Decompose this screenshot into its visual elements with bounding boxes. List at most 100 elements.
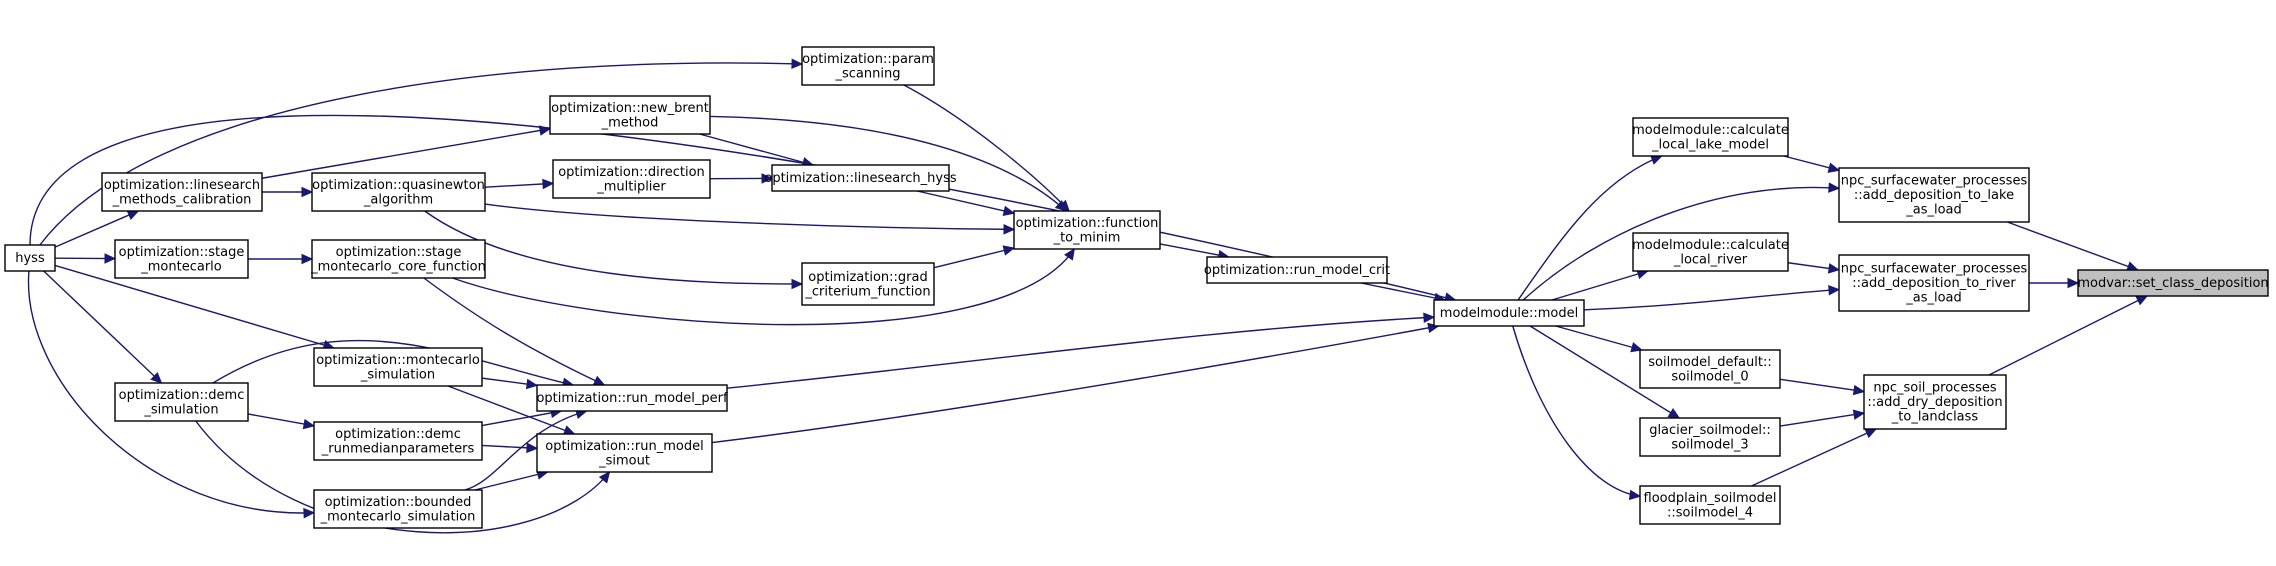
edges (27, 58, 2149, 534)
edge-hyss-to-modelmodule_model (29, 114, 1456, 301)
node-box (1863, 374, 2007, 430)
arrow-head-icon (1630, 342, 1643, 353)
edge-add_dry_dep-to-set_class_dep (1988, 295, 2148, 376)
arrow-head-icon (791, 278, 804, 290)
node-label: optimization::linesearch (104, 178, 260, 193)
arrow-head-icon (1852, 384, 1866, 396)
node-box (1632, 117, 1789, 157)
edge-stage_mc_core-to-function_to_minim (452, 248, 1075, 326)
node-function-to-minim[interactable]: optimization::function_to_minim (1013, 210, 1161, 250)
node-run-model-simout[interactable]: optimization::run_model_simout (536, 433, 713, 473)
arrow-head-icon (525, 378, 539, 390)
node-label: optimization::grad (808, 270, 927, 285)
edge-demc_simulation-to-run_model_perf (212, 339, 574, 386)
node-box (1433, 299, 1585, 327)
node-direction-mult[interactable]: optimization::direction_multiplier (552, 159, 711, 199)
node-soilmodel-0[interactable]: soilmodel_default::soilmodel_0 (1639, 349, 1781, 389)
node-linesearch-hyss[interactable]: optimization::linesearch_hyss (764, 164, 957, 192)
node-label: optimization::quasinewton (312, 178, 485, 193)
edge-stage_mc_core-to-run_model_perf (423, 277, 605, 386)
node-demc-simulation[interactable]: optimization::demc_simulation (114, 382, 249, 422)
node-label: _as_load (1905, 291, 1962, 306)
node-box (1639, 485, 1781, 525)
node-bounded-mc[interactable]: optimization::bounded_montecarlo_simulat… (313, 489, 483, 529)
node-grad-criterium[interactable]: optimization::grad_criterium_function (801, 262, 935, 306)
edge-function_to_minim-to-run_model_crit (1159, 243, 1229, 258)
node-hyss[interactable]: hyss (4, 244, 56, 272)
node-box (1206, 256, 1388, 284)
node-label: modelmodule::calculate (1632, 238, 1789, 253)
node-label: modelmodule::model (1440, 306, 1578, 321)
node-stage-montecarlo[interactable]: optimization::stage_montecarlo (114, 239, 249, 279)
node-label: _local_river (1673, 252, 1748, 267)
edge-soilmodel_3-to-add_dry_dep (1779, 412, 1865, 427)
edge-modelmodule_model-to-soilmodel_4 (1512, 325, 1641, 497)
node-label: _simout (598, 453, 650, 468)
node-box (114, 382, 249, 422)
arrow-head-icon (1852, 409, 1866, 420)
node-box (311, 239, 486, 279)
node-box (801, 46, 935, 86)
node-label: _local_lake_model (1651, 137, 1769, 152)
node-modelmodule-model[interactable]: modelmodule::model (1433, 299, 1585, 327)
node-label: soilmodel_0 (1671, 369, 1748, 384)
node-add-dry-dep[interactable]: npc_soil_processes::add_dry_deposition_t… (1863, 374, 2007, 430)
arrow-head-icon (1054, 200, 1068, 212)
edge-modelmodule_model-to-calc_local_lake (1517, 155, 1662, 301)
edge-hyss-to-bounded_mc (27, 270, 315, 514)
node-box (801, 262, 935, 306)
node-box (1013, 210, 1161, 250)
node-run-model-perf[interactable]: optimization::run_model_perf (536, 384, 728, 412)
node-montecarlo-sim[interactable]: optimization::montecarlo_simulation (313, 347, 483, 387)
edge-modelmodule_model-to-soilmodel_0 (1555, 325, 1642, 351)
arrow-head-icon (1827, 263, 1841, 274)
edge-grad_criterium-to-function_to_minim (933, 247, 1015, 269)
node-add-dep-river[interactable]: npc_surfacewater_processes::add_depositi… (1838, 254, 2030, 312)
edge-quasinewton-to-grad_criterium (424, 210, 803, 285)
arrow-head-icon (301, 186, 314, 198)
node-label: modelmodule::calculate (1632, 123, 1789, 138)
node-add-dep-lake[interactable]: npc_surfacewater_processes::add_depositi… (1838, 167, 2030, 223)
node-soilmodel-4[interactable]: floodplain_soilmodel::soilmodel_4 (1639, 485, 1781, 525)
node-box (1639, 417, 1781, 457)
node-label: soilmodel_3 (1671, 437, 1748, 452)
arrow-head-icon (1003, 224, 1016, 235)
node-label: _simulation (360, 367, 435, 382)
edge-demc_simulation-to-demc_runmedian (247, 413, 315, 427)
node-calc-local-river[interactable]: modelmodule::calculate_local_river (1632, 232, 1789, 272)
edge-run_model_perf-to-modelmodule_model (726, 316, 1435, 389)
node-quasinewton[interactable]: optimization::quasinewton_algorithm (311, 172, 486, 212)
edge-hyss-to-linesearch_calib (54, 210, 139, 248)
edge-linesearch_calib-to-new_brent (261, 128, 551, 179)
node-box (4, 244, 56, 272)
edge-run_model_simout-to-modelmodule_model (711, 325, 1439, 444)
node-label: _multiplier (596, 179, 666, 194)
node-stage-mc-core[interactable]: optimization::stage_montecarlo_core_func… (310, 239, 486, 279)
node-label: glacier_soilmodel:: (1649, 423, 1771, 438)
arrow-head-icon (302, 418, 316, 430)
node-label: ::add_deposition_to_river (1852, 276, 2016, 291)
arrow-head-icon (1002, 245, 1016, 256)
node-box (313, 489, 483, 529)
node-label: _algorithm (363, 192, 433, 207)
edge-linesearch_hyss-to-function_to_minim (916, 190, 1015, 214)
node-box (1838, 167, 2030, 223)
node-label: optimization::montecarlo (316, 353, 480, 368)
node-run-model-crit[interactable]: optimization::run_model_crit (1204, 256, 1390, 284)
node-set-class-dep[interactable]: modvar::set_class_deposition (2077, 269, 2269, 297)
node-label: _simulation (143, 402, 218, 417)
node-calc-local-lake[interactable]: modelmodule::calculate_local_lake_model (1632, 117, 1789, 157)
edge-modelmodule_model-to-add_dep_river (1583, 288, 1840, 311)
node-demc-runmedian[interactable]: optimization::demc_runmedianparameters (313, 421, 483, 461)
arrow-head-icon (2135, 295, 2149, 306)
node-box (1838, 254, 2030, 312)
node-linesearch-calib[interactable]: optimization::linesearch_methods_calibra… (101, 172, 263, 212)
node-label: optimization::run_model_perf (536, 391, 728, 406)
node-new-brent[interactable]: optimization::new_brent_method (549, 95, 711, 135)
node-param-scanning[interactable]: optimization::param_scanning (801, 46, 935, 86)
node-box (552, 159, 711, 199)
node-soilmodel-3[interactable]: glacier_soilmodel::soilmodel_3 (1639, 417, 1781, 457)
edge-modelmodule_model-to-add_dep_lake (1522, 186, 1840, 301)
node-label: npc_surfacewater_processes (1841, 262, 2028, 277)
